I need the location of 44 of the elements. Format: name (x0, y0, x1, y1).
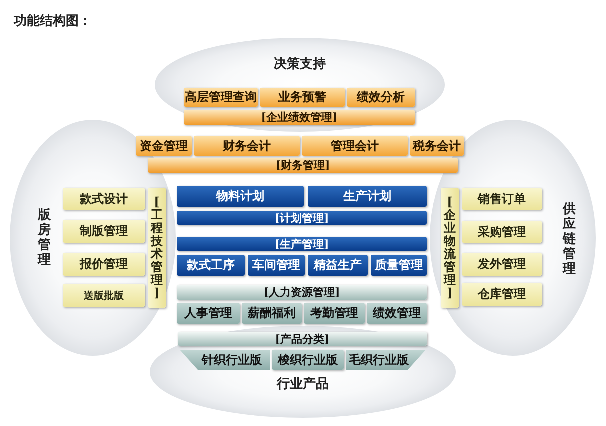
module-tile: 业务预警 (260, 88, 345, 107)
vertical-category-bar: [企业物流管理] (441, 188, 459, 308)
oval-zone (10, 120, 176, 356)
module-tile: 款式工序 (177, 255, 245, 276)
oval-zone (155, 38, 445, 132)
module-tile: 报价管理 (63, 253, 145, 276)
product-tab: 毛织行业版 (346, 350, 426, 370)
zone-label: 版房管理 (38, 208, 51, 268)
module-tile: 人事管理 (177, 303, 240, 324)
module-tile: 质量管理 (371, 255, 427, 276)
category-bar: [企业绩效管理] (184, 110, 415, 125)
zone-label: 供应链管理 (563, 202, 576, 277)
category-bar: [计划管理] (177, 211, 427, 225)
module-tile: 管理会计 (302, 136, 408, 156)
module-tile: 薪酬福利 (242, 303, 302, 324)
category-bar: [生产管理] (177, 237, 427, 251)
module-tile: 税务会计 (410, 136, 464, 156)
module-tile: 财务会计 (194, 136, 300, 156)
module-tile: 销售订单 (462, 188, 542, 210)
module-tile: 送版批版 (63, 284, 145, 307)
oval-zone (150, 326, 456, 418)
module-tile: 生产计划 (308, 186, 427, 207)
category-bar: [财务管理] (148, 158, 458, 173)
module-tile: 仓库管理 (462, 283, 542, 306)
module-tile: 物料计划 (177, 186, 304, 207)
module-tile: 资金管理 (136, 136, 192, 156)
module-tile: 高层管理查询 (184, 88, 258, 107)
module-tile: 车间管理 (248, 255, 305, 276)
module-tile: 制版管理 (63, 220, 145, 243)
module-tile: 发外管理 (462, 253, 542, 276)
category-bar: [产品分类] (178, 332, 427, 346)
diagram-title: 功能结构图： (14, 13, 92, 30)
module-tile: 绩效分析 (347, 88, 415, 107)
module-tile: 精益生产 (308, 255, 368, 276)
module-tile: 采购管理 (462, 221, 542, 243)
product-tab: 针织行业版 (180, 350, 270, 370)
module-tile: 款式设计 (63, 188, 145, 210)
module-tile: 绩效管理 (367, 303, 427, 324)
category-bar: [人力资源管理] (177, 285, 427, 300)
zone-label: 决策支持 (274, 57, 326, 72)
module-tile: 考勤管理 (304, 303, 365, 324)
product-tab: 梭织行业版 (272, 350, 344, 370)
vertical-category-bar: [工程技术管理] (148, 188, 166, 308)
zone-label: 行业产品 (277, 377, 329, 392)
